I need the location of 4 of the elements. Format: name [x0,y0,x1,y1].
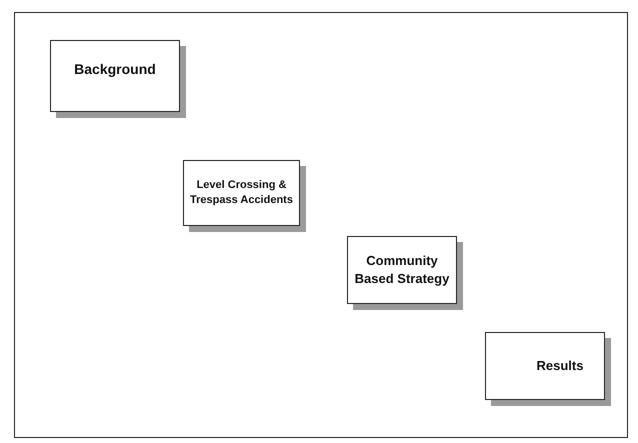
box-label: Background [74,60,156,78]
box-label: Results [536,357,584,375]
box-label: Level Crossing & Trespass Accidents [189,178,294,208]
box-label: Community Based Strategy [354,252,450,288]
